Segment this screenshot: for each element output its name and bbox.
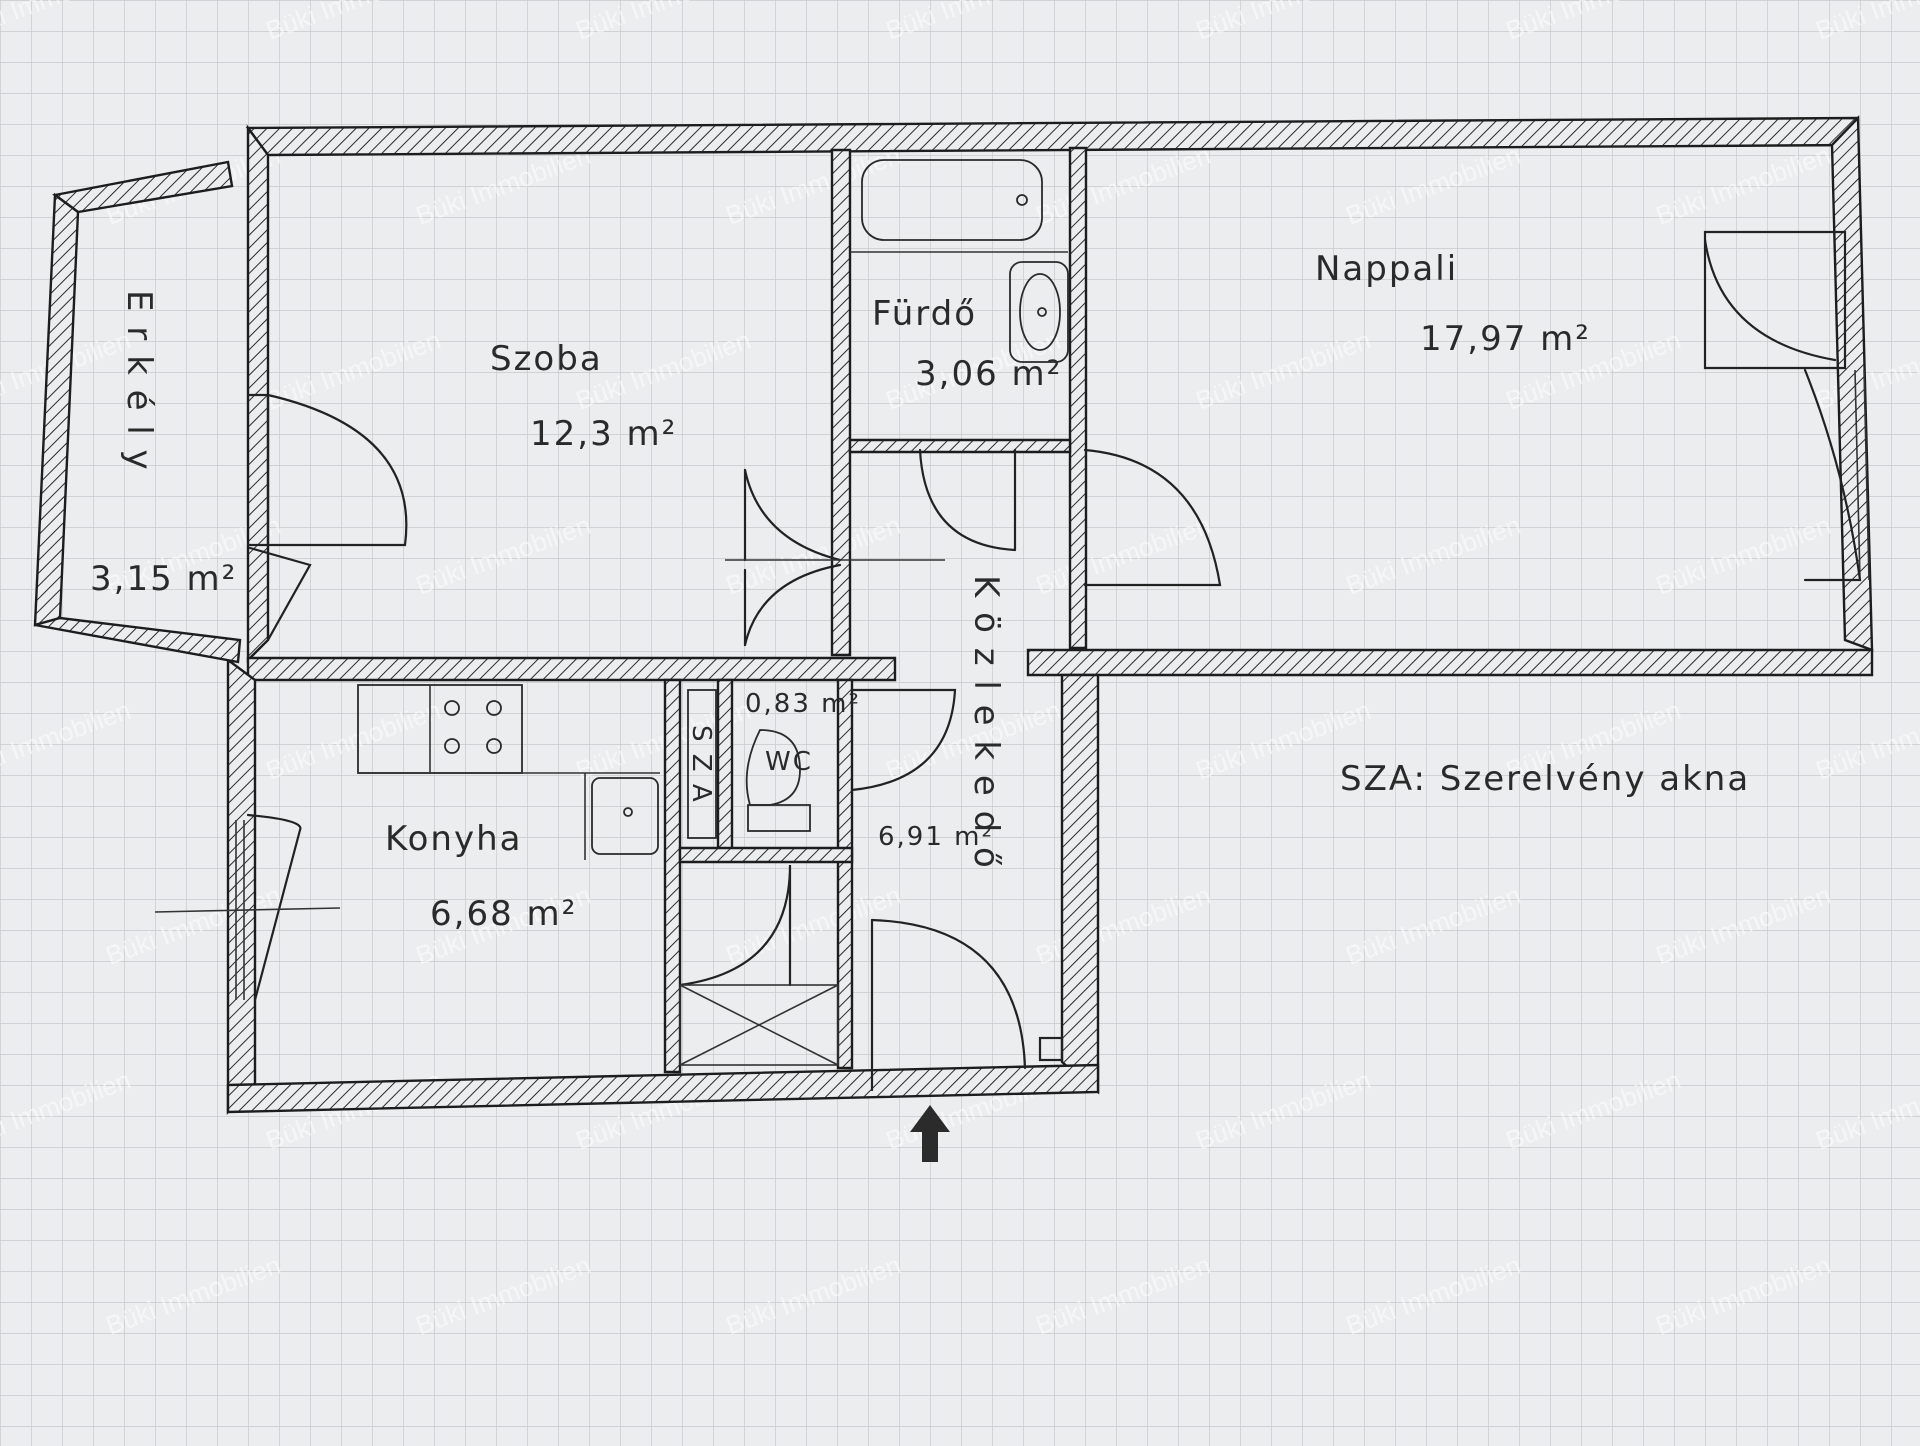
konyha-label: Konyha — [385, 819, 522, 859]
wc-area: 0,83 m² — [745, 689, 861, 719]
nappali-label: Nappali — [1315, 249, 1458, 289]
column-marker — [1038, 1036, 1064, 1062]
furdo-label: Fürdő — [872, 294, 977, 334]
kozlekedo-area: 6,91 m² — [878, 822, 994, 852]
konyha-area: 6,68 m² — [430, 894, 577, 934]
bathtub-icon — [861, 159, 1043, 241]
furdo-area: 3,06 m² — [915, 354, 1062, 394]
doors — [154, 230, 1862, 1092]
erkely-area: 3,15 m² — [90, 559, 237, 599]
fixtures — [357, 159, 1069, 1066]
entrance-arrow-icon — [910, 1105, 950, 1162]
utility-shaft-box — [687, 689, 717, 839]
wc-label: WC — [765, 747, 813, 777]
erkely-label: E r k é l y — [119, 290, 159, 472]
toilet-icon — [745, 729, 801, 806]
washbasin-icon — [1019, 273, 1061, 351]
walls — [33, 115, 1874, 1115]
kitchen-sink-icon — [591, 777, 659, 855]
sza-label: S Z A — [686, 725, 716, 804]
kozlekedo-label: K ö z l e k e d ő — [966, 575, 1006, 870]
szoba-area: 12,3 m² — [530, 414, 677, 454]
labels: E r k é l y 3,15 m² Szoba 12,3 m² Fürdő … — [90, 249, 1750, 934]
nappali-area: 17,97 m² — [1420, 319, 1591, 359]
szoba-label: Szoba — [490, 339, 603, 379]
legend-text: SZA: Szerelvény akna — [1340, 759, 1750, 799]
